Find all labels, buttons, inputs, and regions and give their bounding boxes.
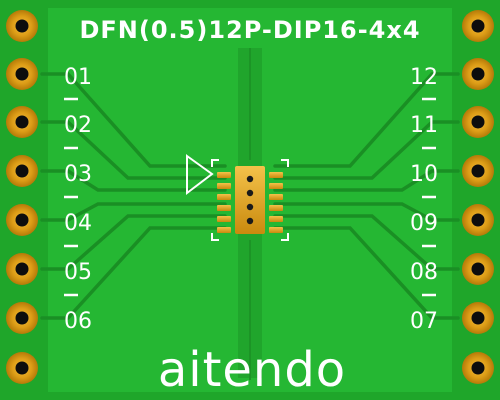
left-traces: [40, 72, 227, 320]
drill-hole: [15, 164, 29, 178]
drill-hole: [15, 67, 29, 81]
right-smd-pads: [269, 172, 283, 233]
drill-hole: [471, 164, 485, 178]
drill-hole: [471, 213, 485, 227]
drill-hole: [471, 67, 485, 81]
exposed-pad: [235, 166, 265, 234]
drill-hole: [471, 361, 485, 375]
footprint-outline: [211, 159, 289, 241]
drill-hole: [471, 262, 485, 276]
pin-label: 08: [410, 260, 438, 285]
pin-label: 04: [64, 211, 92, 236]
left-label-underlines: [64, 97, 78, 297]
pin-label: 07: [410, 309, 438, 334]
drill-hole: [471, 19, 485, 33]
pin-label: 02: [64, 113, 92, 138]
pin-label: 01: [64, 65, 92, 90]
right-pin-header: [462, 10, 494, 384]
left-smd-pads: [217, 172, 231, 233]
drill-hole: [15, 361, 29, 375]
pin-label: 12: [410, 65, 438, 90]
pin-label: 05: [64, 260, 92, 285]
right-label-underlines: [422, 97, 436, 297]
pin1-triangle-marker: [186, 154, 214, 196]
pin-label: 11: [410, 113, 438, 138]
dfn-footprint: [217, 166, 283, 234]
drill-hole: [15, 19, 29, 33]
drill-hole: [15, 311, 29, 325]
right-pin-labels: 12 11 10 09 08 07: [410, 65, 438, 334]
drill-hole: [471, 311, 485, 325]
drill-hole: [15, 115, 29, 129]
right-traces: [273, 72, 460, 320]
thermal-vias: [246, 175, 254, 225]
pin-label: 06: [64, 309, 92, 334]
left-pin-labels: 01 02 03 04 05 06: [64, 65, 92, 334]
brand-logo: aitendo: [158, 342, 346, 398]
pin-label: 03: [64, 162, 92, 187]
pin-label: 10: [410, 162, 438, 187]
board-title: DFN(0.5)12P-DIP16-4x4: [79, 16, 420, 44]
left-pin-header: [6, 10, 38, 384]
pin-label: 09: [410, 211, 438, 236]
drill-hole: [15, 262, 29, 276]
drill-hole: [471, 115, 485, 129]
drill-hole: [15, 213, 29, 227]
